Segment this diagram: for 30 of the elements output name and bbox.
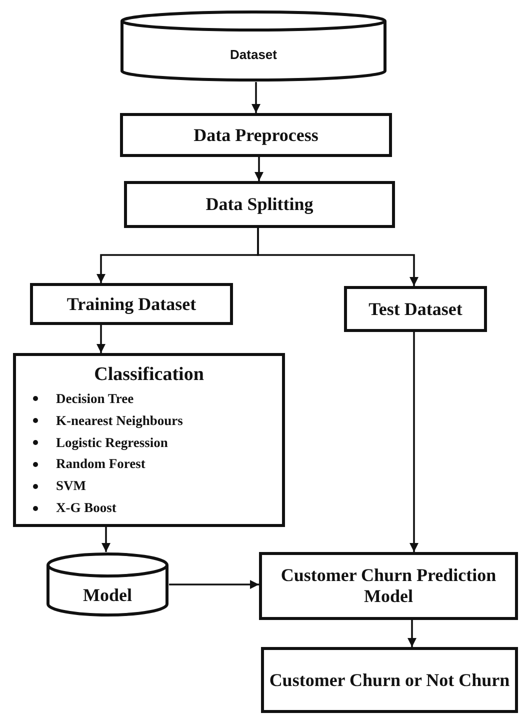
arrow bbox=[254, 157, 264, 181]
list-item: SVM bbox=[16, 475, 86, 498]
process-list-box bbox=[13, 353, 285, 527]
list-item: Logistic Regression bbox=[16, 432, 168, 454]
arrow bbox=[169, 580, 259, 589]
process-box bbox=[30, 283, 233, 325]
list-item: X-G Boost bbox=[16, 497, 116, 519]
node-label: Data Splitting bbox=[206, 194, 314, 215]
arrow bbox=[96, 325, 106, 353]
node-label: Customer Churn Prediction Model bbox=[280, 565, 498, 607]
node-label: Training Dataset bbox=[66, 294, 196, 314]
heading: Classification bbox=[94, 364, 204, 386]
process-box bbox=[124, 181, 395, 228]
node-label: Model bbox=[83, 585, 132, 606]
arrow bbox=[252, 82, 260, 113]
list-item: K-nearest Neighbours bbox=[16, 410, 183, 432]
node-label: Dataset bbox=[230, 48, 277, 62]
node-label: Customer Churn or Not Churn bbox=[269, 670, 510, 690]
list-item: Random Forest bbox=[16, 453, 146, 476]
node-label: Test Dataset bbox=[368, 298, 462, 320]
process-box bbox=[120, 113, 392, 157]
arrow bbox=[257, 228, 418, 286]
arrow bbox=[408, 620, 416, 647]
process-box bbox=[259, 552, 518, 620]
process-box bbox=[261, 647, 518, 713]
arrow bbox=[410, 332, 418, 552]
list-item: Decision Tree bbox=[16, 388, 134, 410]
arrow bbox=[102, 527, 110, 552]
node-label: Data Preprocess bbox=[194, 124, 318, 146]
process-box bbox=[344, 286, 487, 332]
